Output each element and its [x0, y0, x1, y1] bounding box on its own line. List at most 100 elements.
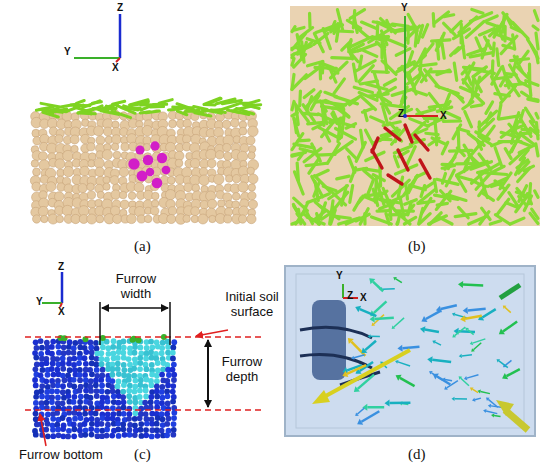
velocity-arrow: [480, 391, 489, 393]
straw-particle: [112, 111, 131, 117]
soil-particle: [115, 427, 121, 433]
soil-ground: [290, 6, 540, 226]
axis-triad: [74, 14, 120, 62]
straw-particle: [536, 52, 538, 63]
straw-particle: [405, 200, 417, 205]
soil-particle: [94, 126, 104, 136]
velocity-arrowhead: [355, 412, 359, 416]
soil-particle: [94, 393, 100, 399]
soil-particle: [155, 415, 161, 421]
tracer-straw: [420, 160, 430, 178]
soil-particle: [115, 383, 121, 389]
velocity-arrow: [374, 301, 387, 313]
straw-particle: [330, 201, 333, 224]
soil-particle: [83, 377, 89, 383]
tracer-straw: [385, 128, 400, 140]
straw-particle: [519, 186, 527, 202]
soil-particle: [87, 191, 95, 199]
soil-particle: [109, 372, 115, 378]
soil-particle: [159, 384, 165, 390]
straw-particle: [187, 111, 203, 113]
soil-particle: [132, 399, 138, 405]
velocity-arrow: [402, 347, 419, 348]
straw-particle: [317, 153, 335, 157]
soil-particle: [60, 400, 66, 406]
soil-particle: [62, 377, 68, 383]
soil-particle: [102, 150, 112, 160]
soil-particle: [88, 378, 94, 384]
velocity-arrowhead: [427, 356, 432, 363]
soil-particle: [151, 200, 158, 207]
soil-particle: [121, 382, 127, 388]
straw-particle: [446, 170, 454, 186]
soil-particle: [31, 160, 38, 167]
soil-particle: [137, 394, 143, 400]
velocity-arrow: [371, 336, 380, 338]
straw-particle: [499, 140, 521, 143]
soil-particle: [170, 345, 176, 351]
annotation: Initial soil surface: [220, 290, 284, 320]
velocity-arrowhead: [470, 387, 474, 391]
soil-particle: [116, 379, 122, 385]
soil-particle: [87, 183, 95, 191]
velocity-arrow: [482, 309, 495, 317]
straw-particle: [457, 162, 477, 166]
soil-particle: [104, 433, 110, 439]
straw-particle: [532, 209, 538, 218]
soil-particle: [232, 192, 240, 200]
soil-particle: [160, 366, 166, 372]
soil-particle: [103, 176, 110, 183]
soil-particle: [128, 192, 136, 200]
velocity-arrowhead: [351, 356, 354, 360]
soil-particle: [165, 401, 171, 407]
soil-particle: [61, 350, 67, 356]
straw-particle: [419, 190, 436, 203]
straw-particle: [450, 149, 472, 153]
soil-particle: [115, 366, 121, 372]
straw-particle: [313, 124, 323, 129]
soil-particle: [164, 432, 170, 438]
soil-particle: [56, 215, 64, 223]
velocity-arrowhead: [348, 338, 354, 344]
soil-particle: [33, 411, 39, 417]
straw-particle: [373, 175, 384, 181]
straw-particle: [369, 30, 389, 42]
soil-particle: [143, 394, 149, 400]
straw-particle: [473, 69, 494, 73]
velocity-arrow: [486, 411, 497, 414]
velocity-arrowhead: [369, 278, 375, 284]
soil-particle: [115, 421, 121, 427]
axis-label: Z: [398, 108, 404, 120]
soil-particle: [76, 388, 82, 394]
straw-particle: [473, 77, 481, 92]
straw-particle: [78, 111, 95, 115]
velocity-arrowhead: [471, 348, 475, 352]
soil-particle: [137, 355, 143, 361]
straw-particle: [130, 101, 148, 105]
soil-particle: [137, 360, 143, 366]
soil-particle: [110, 344, 116, 350]
soil-particle: [132, 410, 138, 416]
soil-particle: [152, 192, 159, 199]
velocity-arrowhead: [429, 371, 433, 374]
soil-particle: [171, 377, 177, 383]
soil-particle: [127, 427, 133, 433]
seed-particle: [152, 178, 163, 189]
straw-particle: [490, 221, 501, 224]
soil-particle: [154, 388, 160, 394]
soil-particle: [119, 167, 128, 176]
soil-particle: [32, 377, 38, 383]
velocity-arrow: [445, 379, 452, 380]
velocity-arrow: [468, 309, 486, 311]
straw-particle: [457, 169, 468, 175]
soil-particle: [110, 388, 116, 394]
velocity-arrowhead: [312, 390, 330, 404]
straw-particle: [357, 28, 368, 37]
tracer-straw: [415, 135, 428, 150]
straw-particle: [324, 131, 329, 141]
soil-particle: [94, 388, 100, 394]
straw-particle: [409, 175, 418, 192]
velocity-arrow: [465, 316, 482, 319]
straw-particle: [130, 100, 148, 105]
velocity-arrow: [505, 307, 511, 312]
